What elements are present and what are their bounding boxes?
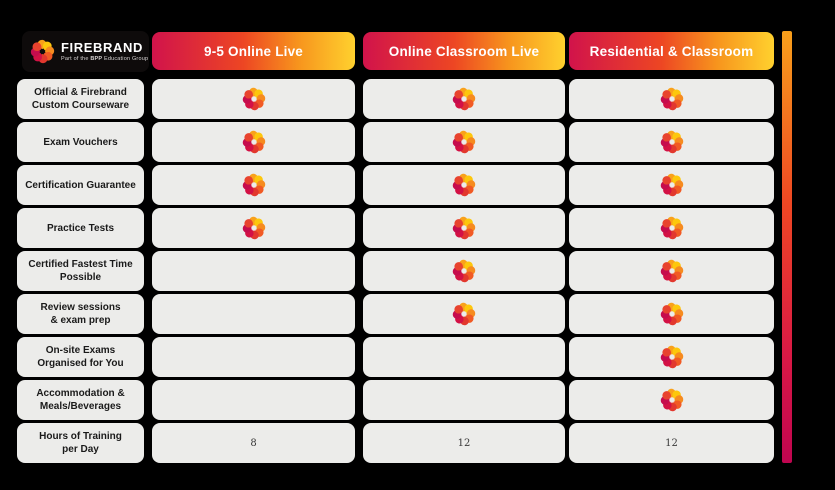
firebrand-flower-icon (660, 130, 683, 154)
firebrand-flower-icon (660, 259, 683, 283)
comparison-cell: 12 (363, 423, 565, 463)
firebrand-flower-icon (242, 216, 265, 240)
feature-label: Review sessions & exam prep (17, 294, 144, 334)
plan-column-residential-classroom: 12 (569, 79, 774, 463)
comparison-cell (363, 337, 565, 377)
comparison-cell (363, 380, 565, 420)
column-header-residential-classroom: Residential & Classroom (569, 32, 774, 70)
feature-label: Practice Tests (17, 208, 144, 248)
cell-value: 12 (665, 437, 678, 449)
cell-value: 8 (250, 437, 257, 449)
comparison-cell (363, 165, 565, 205)
firebrand-flower-icon (452, 173, 476, 197)
feature-label: Certification Guarantee (17, 165, 144, 205)
comparison-cell (569, 122, 774, 162)
brand-logo-card: FIREBRAND Part of the BPP Education Grou… (22, 31, 149, 72)
comparison-cell (569, 208, 774, 248)
comparison-cell (363, 208, 565, 248)
comparison-cell: 12 (569, 423, 774, 463)
plan-column-online-classroom-live: 12 (363, 79, 565, 463)
column-header-9-5-online-live: 9-5 Online Live (152, 32, 355, 70)
comparison-cell (569, 165, 774, 205)
feature-label: Official & Firebrand Custom Courseware (17, 79, 144, 119)
feature-label: Accommodation & Meals/Beverages (17, 380, 144, 420)
firebrand-flower-icon (660, 345, 683, 369)
feature-label: Exam Vouchers (17, 122, 144, 162)
firebrand-flower-icon (660, 388, 683, 412)
comparison-cell (152, 122, 355, 162)
feature-label: Certified Fastest Time Possible (17, 251, 144, 291)
firebrand-flower-icon (242, 173, 265, 197)
brand-tagline: Part of the BPP Education Group (61, 55, 149, 62)
comparison-cell: 8 (152, 423, 355, 463)
firebrand-flower-icon (452, 259, 476, 283)
brand-name: FIREBRAND (61, 39, 143, 55)
comparison-cell (152, 380, 355, 420)
firebrand-flower-icon (242, 87, 265, 111)
firebrand-flower-icon (452, 216, 476, 240)
firebrand-flower-icon (660, 216, 683, 240)
comparison-cell (363, 122, 565, 162)
firebrand-flower-icon (242, 130, 265, 154)
firebrand-flower-icon (660, 302, 683, 326)
firebrand-flower-icon (452, 302, 476, 326)
comparison-cell (152, 165, 355, 205)
comparison-cell (363, 251, 565, 291)
comparison-cell (152, 79, 355, 119)
comparison-cell (569, 79, 774, 119)
comparison-cell (152, 251, 355, 291)
comparison-cell (152, 294, 355, 334)
feature-label: Hours of Training per Day (17, 423, 144, 463)
feature-label: On-site Exams Organised for You (17, 337, 144, 377)
firebrand-flower-logo-icon (29, 38, 56, 65)
brand-text-block: FIREBRAND Part of the BPP Education Grou… (61, 41, 148, 63)
firebrand-flower-icon (452, 87, 476, 111)
cell-value: 12 (457, 437, 471, 449)
comparison-cell (569, 251, 774, 291)
comparison-cell (363, 79, 565, 119)
firebrand-flower-icon (660, 87, 683, 111)
firebrand-flower-icon (452, 130, 476, 154)
comparison-cell (363, 294, 565, 334)
comparison-cell (569, 294, 774, 334)
firebrand-flower-icon (30, 39, 55, 64)
firebrand-flower-icon (660, 173, 683, 197)
gradient-accent-bar (782, 31, 792, 463)
comparison-cell (569, 380, 774, 420)
column-header-online-classroom-live: Online Classroom Live (363, 32, 565, 70)
comparison-cell (152, 337, 355, 377)
comparison-cell (152, 208, 355, 248)
plan-column-9-5-online-live: 8 (152, 79, 355, 463)
comparison-cell (569, 337, 774, 377)
